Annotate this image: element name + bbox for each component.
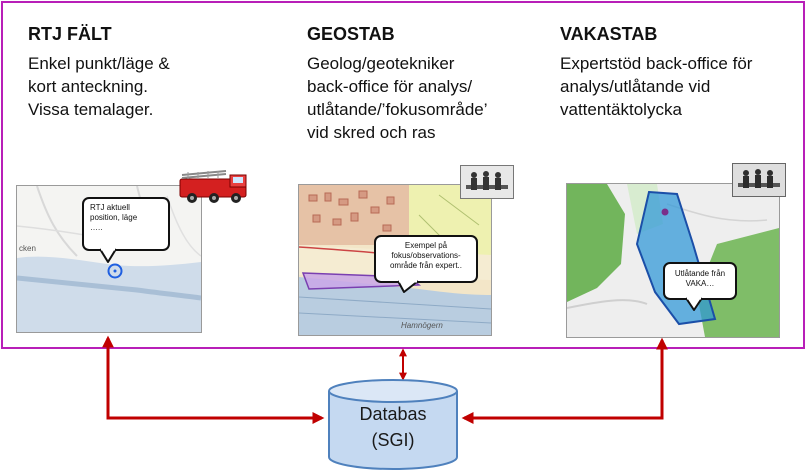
column-text-rtj: Enkel punkt/läge & kort anteckning. Viss… xyxy=(28,52,170,121)
callout-line: Utlåtande från xyxy=(674,269,726,278)
database-label-line2: (SGI) xyxy=(371,430,415,450)
callout-line: Exempel på xyxy=(404,241,448,250)
column-line: Geolog/geotekniker xyxy=(307,54,455,73)
callout-line: område från expert.. xyxy=(389,261,463,270)
fire-truck-icon xyxy=(179,170,247,203)
meeting-photo-icon xyxy=(460,165,514,199)
column-line: Vissa temalager. xyxy=(28,100,154,119)
meeting-photo-icon xyxy=(732,163,786,197)
callout-line: VAKA… xyxy=(685,279,715,288)
vakastab-map xyxy=(566,183,780,338)
map-place-label: Hamnögern xyxy=(401,321,443,330)
arrow-vakastab-database xyxy=(461,337,668,424)
column-line: utlåtande/’fokusområde’ xyxy=(307,100,488,119)
callout-line: position, läge xyxy=(90,213,138,222)
callout-line: fokus/observations- xyxy=(391,251,461,260)
map-place-label: cken xyxy=(19,244,36,253)
column-line: Enkel punkt/läge & xyxy=(28,54,170,73)
column-title-geostab: GEOSTAB xyxy=(307,24,395,44)
column-line: vid skred och ras xyxy=(307,123,436,142)
column-text-vakastab: Expertstöd back-office för analys/utlåta… xyxy=(560,52,752,121)
callout-line: ….. xyxy=(90,223,103,232)
callout-line: RTJ aktuell xyxy=(90,203,130,212)
geostab-callout: Exempel på fokus/observations- område fr… xyxy=(374,235,478,283)
diagram-frame xyxy=(1,1,805,349)
rtj-map-graphic xyxy=(17,186,201,332)
column-line: vattentäktolycka xyxy=(560,100,682,119)
rtj-callout: RTJ aktuell position, läge ….. xyxy=(82,197,170,251)
column-title-rtj: RTJ FÄLT xyxy=(28,24,112,44)
column-text-geostab: Geolog/geotekniker back-office för analy… xyxy=(307,52,488,144)
column-line: back-office för analys/ xyxy=(307,77,473,96)
arrow-rtj-database xyxy=(102,335,325,424)
column-line: kort anteckning. xyxy=(28,77,149,96)
database-label-line1: Databas xyxy=(359,404,427,424)
column-line: Expertstöd back-office för xyxy=(560,54,753,73)
column-title-vakastab: VAKASTAB xyxy=(560,24,658,44)
column-line: analys/utlåtande vid xyxy=(560,77,711,96)
database-cylinder xyxy=(328,379,458,470)
